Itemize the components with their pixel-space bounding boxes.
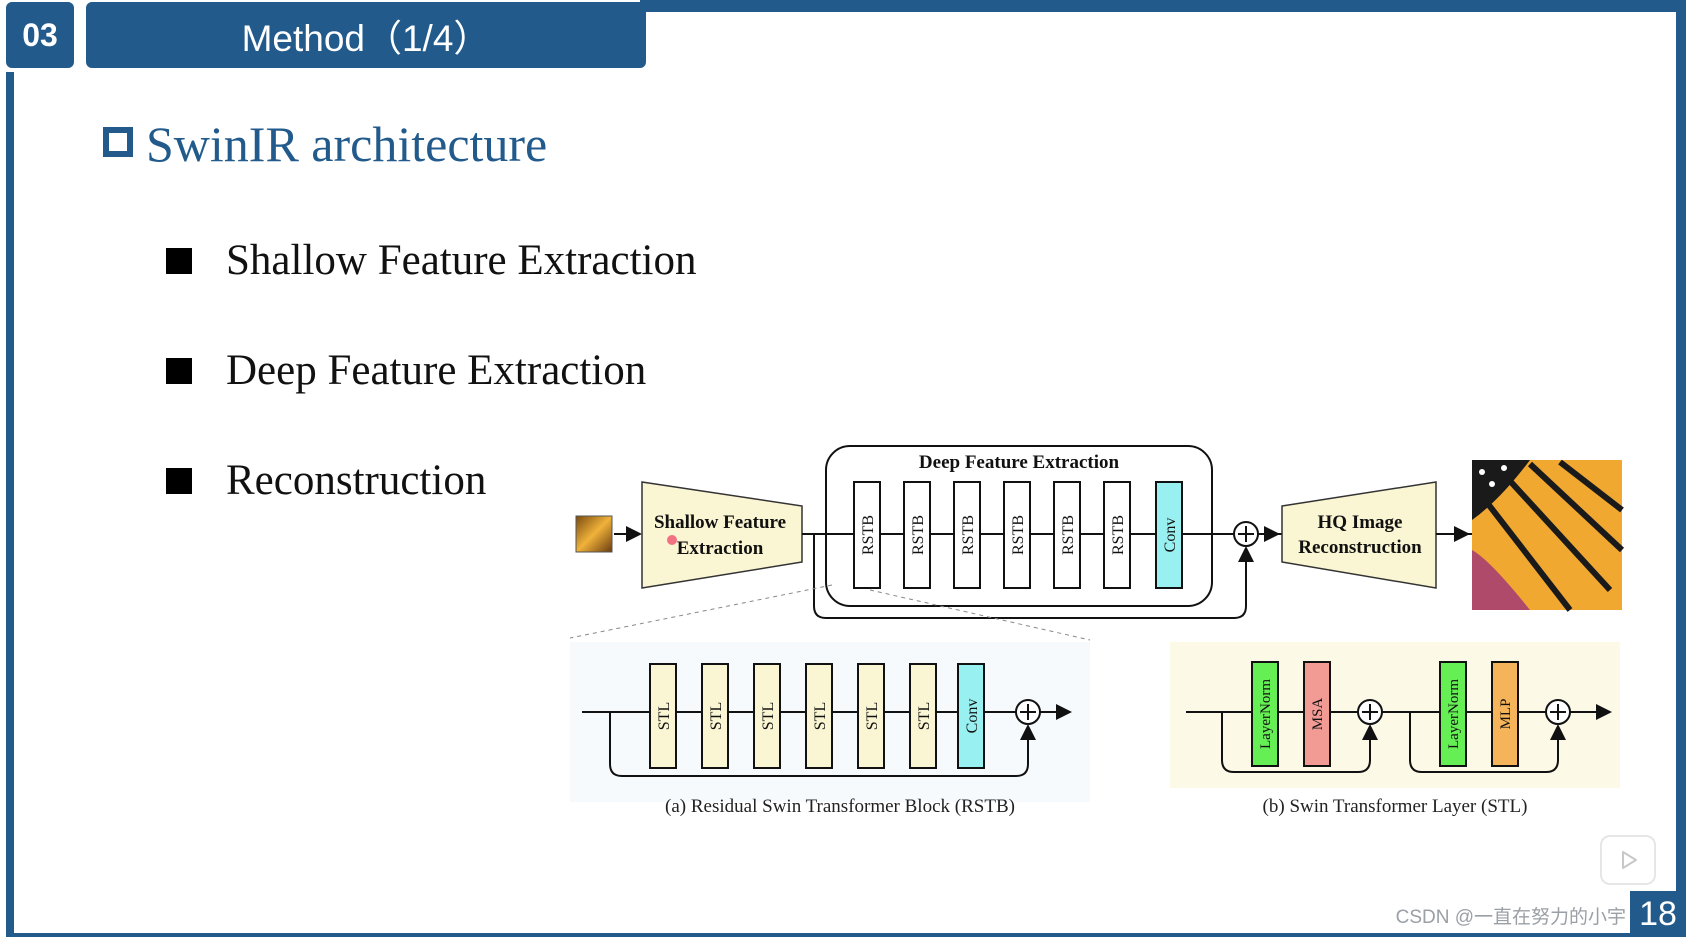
msa-block: MSA [1303,661,1331,767]
msa-label: MSA [1310,698,1326,731]
hq-label-1: HQ Image [1318,512,1403,533]
bottom-frame-bar [6,933,1676,937]
mlp-label: MLP [1498,699,1514,730]
slide-title: SwinIR architecture [146,116,548,172]
rstb-block-4: RSTB [1003,481,1031,589]
hq-reconstruction-block [1281,481,1437,589]
rstb-label: RSTB [1110,515,1127,555]
rstb-block-6: RSTB [1103,481,1131,589]
stl-label: STL [708,702,725,730]
deep-feature-title: Deep Feature Extraction [919,452,1120,473]
conv-label: Conv [1162,518,1179,553]
rstb-block-5: RSTB [1053,481,1081,589]
bullet-deep-feature: Deep Feature Extraction [226,347,647,394]
slide-header: Method（1/4） [86,2,646,68]
bullet-square-icon [166,358,192,384]
stl-block-3: STL [753,663,781,769]
bullet-reconstruction: Reconstruction [226,457,487,504]
rstb-label: RSTB [960,515,977,555]
rstb-conv-block: Conv [957,663,985,769]
output-hr-image [1472,459,1625,612]
rstb-block-2: RSTB [903,481,931,589]
swinir-architecture-diagram: Shallow Feature Extraction Deep Feature … [570,445,1625,817]
stl-detail-panel [1170,642,1620,788]
stl-label: STL [812,702,829,730]
stl-block-5: STL [857,663,885,769]
section-number-badge: 03 [6,2,74,68]
csdn-watermark: CSDN @一直在努力的小宇 [1395,907,1626,928]
deep-conv-block: Conv [1155,481,1183,589]
shallow-feature-block [641,481,803,589]
input-lr-image [575,515,613,553]
rstb-label: RSTB [910,515,927,555]
left-frame-bar [0,0,14,937]
stl-block-2: STL [701,663,729,769]
rstb-block-3: RSTB [953,481,981,589]
shallow-label-1: Shallow Feature [654,512,786,533]
stl-label: STL [864,702,881,730]
cursor-dot [667,535,677,545]
top-frame-bar [640,0,1686,12]
right-frame-bar [1676,0,1686,937]
stl-label: STL [760,702,777,730]
stl-block-4: STL [805,663,833,769]
rstb-label: RSTB [1060,515,1077,555]
caption-stl: (b) Swin Transformer Layer (STL) [1263,796,1528,817]
stl-block-1: STL [649,663,677,769]
mlp-block: MLP [1491,661,1519,767]
page-number: 18 [1630,891,1686,937]
stl-label: STL [656,702,673,730]
shallow-label-2: Extraction [677,538,764,559]
play-button[interactable] [1600,835,1656,885]
layernorm-label: LayerNorm [1258,679,1274,749]
hq-label-2: Reconstruction [1298,537,1422,558]
bullet-square-icon [166,468,192,494]
title-square-icon [103,127,133,157]
deep-feature-frame [825,445,1213,607]
layernorm-label: LayerNorm [1446,679,1462,749]
rstb-label: RSTB [1010,515,1027,555]
bullet-square-icon [166,248,192,274]
play-icon [1622,851,1637,869]
layernorm-block-1: LayerNorm [1251,661,1279,767]
layernorm-block-2: LayerNorm [1439,661,1467,767]
bullet-shallow-feature: Shallow Feature Extraction [226,237,697,284]
stl-label: STL [916,702,933,730]
rstb-label: RSTB [860,515,877,555]
caption-rstb: (a) Residual Swin Transformer Block (RST… [665,796,1015,817]
conv-label: Conv [964,699,981,734]
stl-block-6: STL [909,663,937,769]
rstb-block-1: RSTB [853,481,881,589]
